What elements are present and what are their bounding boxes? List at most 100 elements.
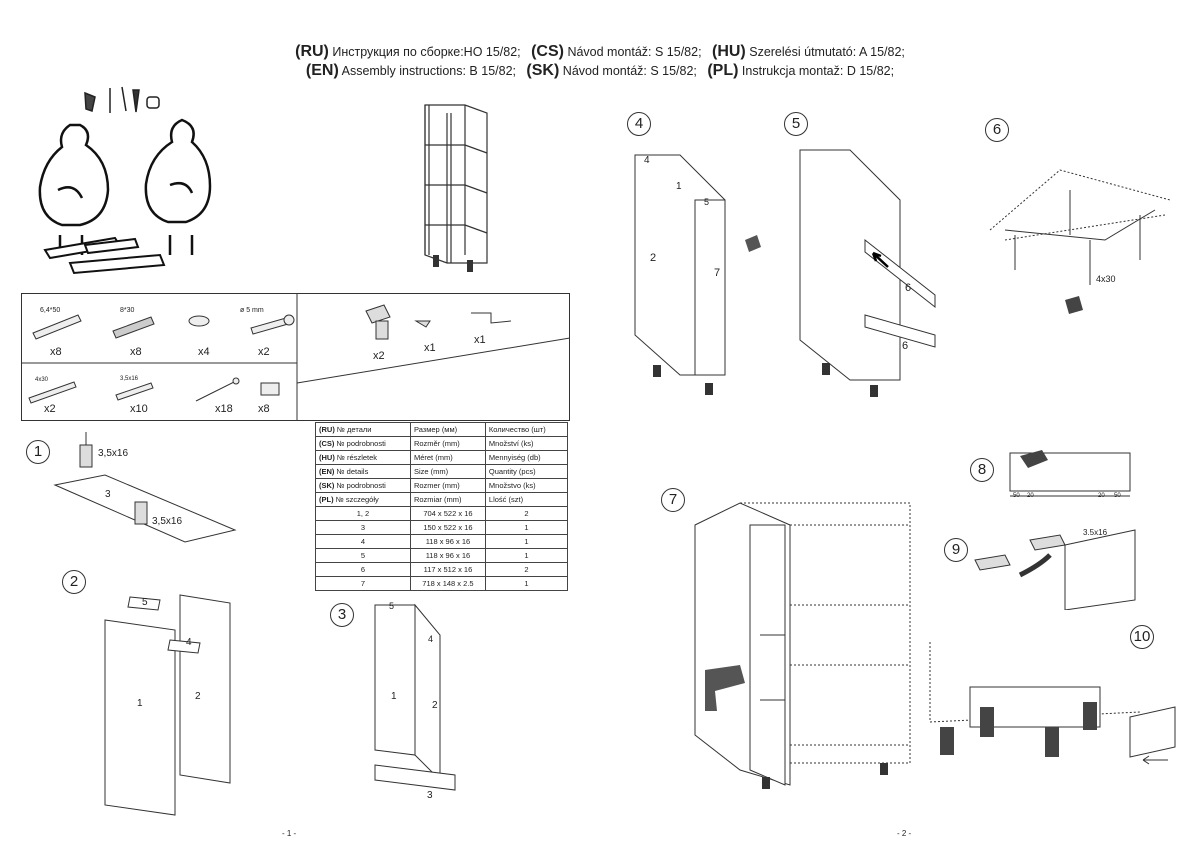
hw-qty-label: x2 (258, 346, 270, 358)
table-cell: 117 x 512 x 16 (409, 562, 486, 577)
table-cell: (SK) № podrobnosti (315, 478, 411, 493)
step-1-illustration (53, 432, 237, 543)
arrow-icon (871, 251, 889, 268)
hw-qty-label: x1 (474, 334, 486, 346)
hw-qty-label: x10 (130, 403, 148, 415)
table-cell: Mennyiség (db) (484, 450, 569, 465)
table-cell: 2 (484, 506, 569, 521)
hw-size-label: 8*30 (120, 307, 135, 314)
drill-icon (705, 665, 745, 711)
detail-label: № szczegóły (335, 495, 379, 504)
dowel-icon (112, 316, 155, 339)
step2-part-label: 2 (195, 691, 201, 702)
step1-screw-label: 3,5x16 (98, 448, 129, 459)
step-number-3: 3 (330, 603, 354, 627)
person-left-icon (38, 123, 110, 255)
table-cell: Rozmiar (mm) (409, 492, 486, 507)
side-panel-1 (104, 619, 176, 816)
step-8-illustration (1009, 450, 1131, 497)
page-number-right: - 2 - (897, 829, 912, 838)
table-cell: 718 x 148 x 2.5 (409, 576, 486, 591)
screw-3-5x16-icon (115, 382, 154, 401)
table-cell: 118 x 96 x 16 (409, 534, 486, 549)
step-number-1: 1 (26, 440, 50, 464)
step-5-illustration (799, 149, 936, 397)
step-6-illustration (989, 169, 1170, 314)
lang-code: (HU) (319, 453, 335, 462)
hardware-box (21, 293, 570, 421)
detail-label: № podrobnosti (336, 481, 386, 490)
table-cell: 3 (315, 520, 411, 535)
hw-qty-label: x18 (215, 403, 233, 415)
hinge-icon (1029, 534, 1066, 551)
boards-icon (43, 236, 166, 275)
table-cell: 1 (484, 576, 569, 591)
hinge-icon (974, 554, 1011, 571)
step3-part-label: 3 (427, 790, 433, 801)
arrow-icon (1142, 755, 1168, 765)
nail-icon (195, 380, 237, 402)
table-cell: 118 x 96 x 16 (409, 548, 486, 563)
cap-icon (188, 315, 210, 327)
lang-code: (EN) (319, 467, 335, 476)
step4-part-label: 7 (714, 267, 721, 279)
table-cell: 7 (315, 576, 411, 591)
step-number-2: 2 (62, 570, 86, 594)
lang-code: (SK) (526, 62, 560, 79)
side-panel-2 (179, 594, 231, 784)
hw-size-label: 3,5x16 (120, 376, 139, 382)
step6-screw-label: 4x30 (1096, 274, 1116, 284)
step-10-illustration (929, 642, 1176, 765)
header-text: Návod montáž: S 15/82; (567, 45, 702, 59)
screw-4x30-icon (28, 381, 77, 404)
lang-code: (PL) (707, 62, 739, 79)
table-cell: Rozměr (mm) (409, 436, 486, 451)
table-cell: (HU) № részletek (315, 450, 411, 465)
step-3-illustration (374, 603, 456, 791)
step-number-4: 4 (627, 112, 651, 136)
step4-part-label: 4 (644, 155, 650, 166)
page-number-left: - 1 - (282, 829, 297, 838)
table-cell: Množství (ks) (484, 436, 569, 451)
step4-part-label: 5 (704, 197, 710, 207)
header-text: Assembly instructions: B 15/82; (341, 64, 516, 78)
header-text: Szerelési útmutató: A 15/82; (749, 45, 905, 59)
step4-part-label: 2 (650, 252, 657, 264)
step1-part-label: 3 (105, 489, 111, 500)
hw-size-label: 4x30 (35, 377, 49, 383)
header-line-2: (EN) Assembly instructions: B 15/82; (SK… (0, 62, 1200, 80)
leg-icon (365, 304, 391, 324)
step2-part-label: 1 (137, 698, 143, 709)
leg-icon (1083, 702, 1097, 730)
step2-part-label: 5 (142, 597, 148, 608)
table-cell: 4 (315, 534, 411, 549)
table-cell: 150 x 522 x 16 (409, 520, 486, 535)
header-line-1: (RU) Инструкция по сборке:HO 15/82; (CS)… (0, 43, 1200, 61)
connector-icon (260, 382, 280, 396)
table-cell: Quantity (pcs) (484, 464, 569, 479)
table-cell: Количество (шт) (484, 422, 569, 437)
detail-label: № részletek (336, 453, 378, 462)
step-number-7: 7 (661, 488, 685, 512)
table-cell: 2 (484, 562, 569, 577)
detail-label: № podrobnosti (336, 439, 386, 448)
table-cell: 1 (484, 548, 569, 563)
table-cell: (RU) № детали (315, 422, 411, 437)
hw-qty-label: x8 (258, 403, 270, 415)
table-cell: 1 (484, 534, 569, 549)
table-cell: Množstvo (ks) (484, 478, 569, 493)
table-cell: 1, 2 (315, 506, 411, 521)
table-cell: Méret (mm) (409, 450, 486, 465)
person-right-icon (144, 118, 212, 255)
screw-6-4x50-icon (32, 314, 82, 340)
step-9-illustration (974, 529, 1136, 610)
step3-part-label: 1 (391, 691, 397, 702)
